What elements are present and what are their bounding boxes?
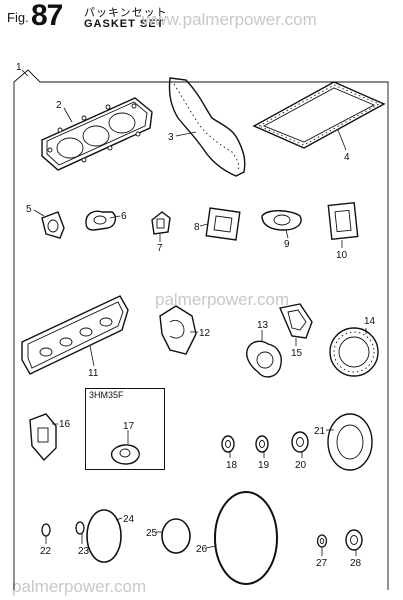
- watermark-middle: palmerpower.com: [155, 290, 290, 309]
- gasket-17: 17: [110, 421, 140, 465]
- o-ring-22: 22: [40, 523, 52, 557]
- callout-13: 13: [257, 320, 269, 331]
- callout-25: 25: [146, 528, 158, 539]
- figure-number: 87: [31, 0, 63, 32]
- washer-19: 19: [255, 435, 270, 471]
- callout-7: 7: [157, 243, 163, 254]
- title-english: GASKET SET: [84, 18, 165, 30]
- oil-pan-gasket: 4: [252, 81, 386, 163]
- callout-10: 10: [336, 250, 348, 261]
- callout-11: 11: [88, 368, 99, 379]
- gasket-8: 8: [194, 207, 241, 241]
- callout-19: 19: [258, 460, 270, 471]
- gasket-9: 9: [261, 210, 302, 250]
- callout-28: 28: [350, 558, 362, 569]
- callout-15: 15: [291, 348, 303, 359]
- o-ring-25: 25: [146, 518, 191, 554]
- callout-26: 26: [196, 544, 208, 555]
- timing-cover-gasket: 3: [168, 77, 246, 177]
- callout-5: 5: [26, 204, 32, 215]
- callout-2: 2: [56, 100, 62, 111]
- callout-23: 23: [78, 546, 90, 557]
- washer-28: 28: [345, 529, 363, 569]
- callout-1: 1: [16, 62, 22, 73]
- gasket-14: 14: [329, 316, 379, 377]
- callout-14: 14: [364, 316, 376, 327]
- variant-box-label: 3HM35F: [89, 390, 124, 400]
- washer-21: 21: [314, 413, 373, 471]
- gasket-7: 7: [151, 211, 171, 254]
- o-ring-23: 23: [75, 521, 90, 557]
- callout-12: 12: [199, 328, 211, 339]
- gasket-5: 5: [26, 204, 65, 239]
- callout-21: 21: [314, 426, 326, 437]
- watermark-top: www.palmerpower.com: [142, 10, 317, 29]
- callout-6: 6: [121, 211, 127, 222]
- figure-label: Fig.: [7, 10, 29, 25]
- callout-22: 22: [40, 546, 52, 557]
- gasket-6: 6: [85, 210, 127, 231]
- callout-18: 18: [226, 460, 238, 471]
- manifold-gasket: 11: [21, 295, 129, 379]
- variant-box: [85, 388, 165, 470]
- callout-3: 3: [168, 132, 174, 143]
- callout-8: 8: [194, 222, 200, 233]
- o-ring-26: 26: [196, 491, 278, 585]
- o-ring-24: 24: [86, 509, 135, 563]
- gasket-10: 10: [327, 201, 359, 261]
- callout-24: 24: [123, 514, 135, 525]
- callout-9: 9: [284, 239, 290, 250]
- title-japanese: パッキンセット: [84, 6, 168, 19]
- callout-4: 4: [344, 152, 350, 163]
- callout-17: 17: [123, 421, 135, 432]
- washer-18: 18: [221, 435, 238, 471]
- washer-27: 27: [316, 534, 328, 569]
- gasket-15: 15: [279, 303, 313, 359]
- set-bracket: 1: [13, 62, 389, 590]
- washer-20: 20: [291, 431, 309, 471]
- gasket-16: 16: [29, 413, 71, 462]
- watermark-bottom: palmerpower.com: [12, 577, 147, 596]
- callout-16: 16: [59, 419, 71, 430]
- gasket-13: 13: [246, 320, 282, 378]
- head-gasket: 2: [41, 97, 153, 171]
- gasket-12: 12: [159, 305, 211, 355]
- callout-20: 20: [295, 460, 307, 471]
- callout-27: 27: [316, 558, 328, 569]
